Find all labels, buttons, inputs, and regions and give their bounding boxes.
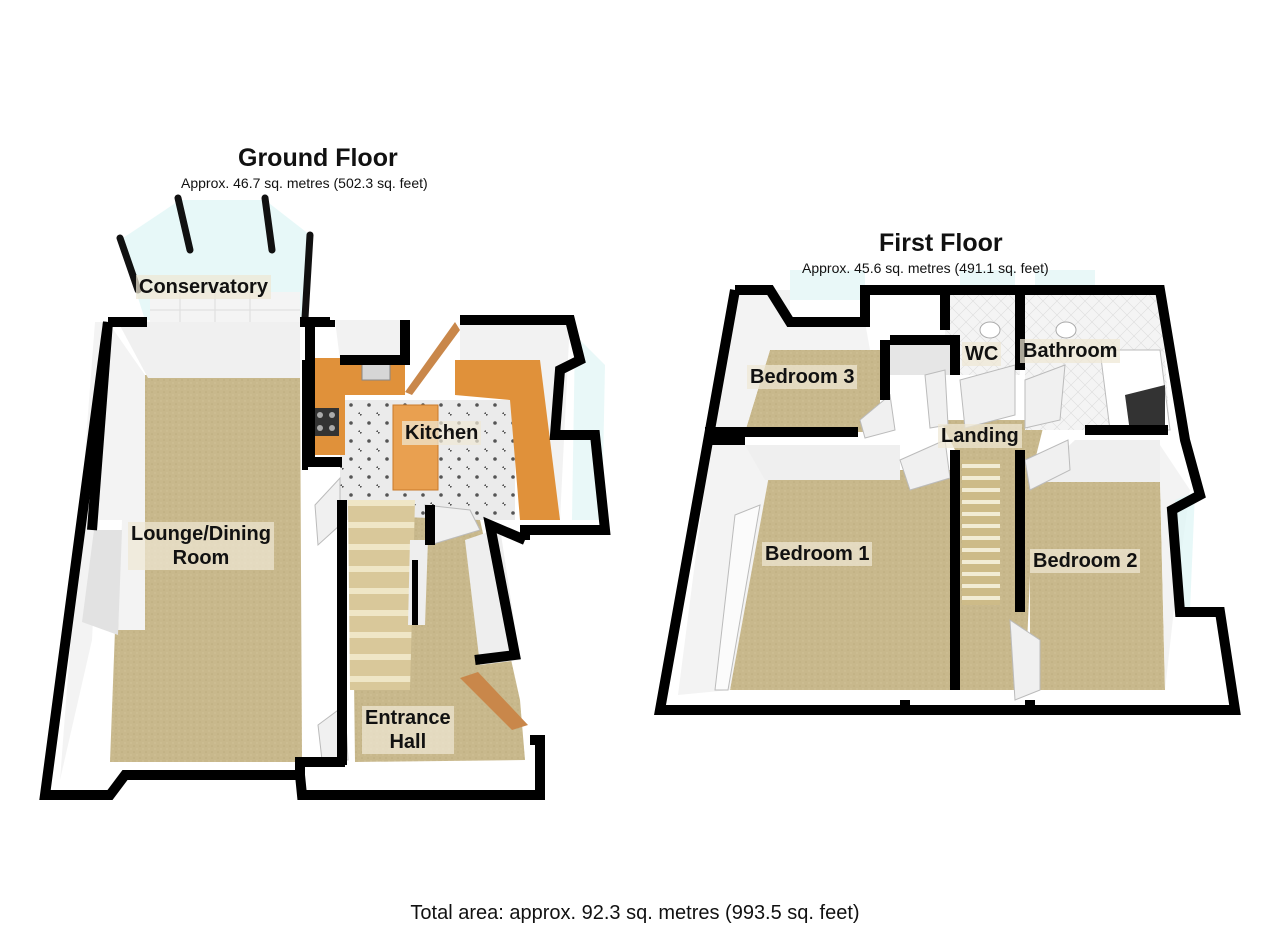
wc-toilet: [979, 321, 1001, 339]
bedroom-2-floor: [1030, 480, 1165, 690]
landing-door-right: [1009, 619, 1041, 701]
bedroom-1-wardrobe: [714, 504, 761, 691]
room-label-bedroom-2: Bedroom 2: [1030, 549, 1141, 573]
kitchen-hob: [313, 408, 339, 436]
total-area-caption: Total area: approx. 92.3 sq. metres (993…: [410, 902, 860, 924]
room-label-conservatory: Conservatory: [136, 275, 271, 299]
first-floor-title: First Floor: [879, 229, 1003, 257]
bathroom-door: [1024, 364, 1066, 429]
first-floor-plan: [654, 270, 1241, 715]
bedroom-1-floor: [730, 470, 950, 690]
kitchen-back-door: [405, 322, 460, 395]
room-label-bathroom: Bathroom: [1020, 339, 1121, 363]
lounge-chimney: [82, 530, 122, 635]
bedroom-1-wall-top: [745, 445, 900, 480]
wc-door: [959, 364, 1016, 429]
kitchen-island: [392, 404, 439, 491]
hall-front-door: [460, 672, 528, 730]
lounge-inner-wall-top: [118, 322, 300, 378]
ground-floor-area: Approx. 46.7 sq. metres (502.3 sq. feet): [181, 175, 428, 191]
room-label-wc: WC: [962, 342, 1002, 366]
room-label-bedroom-1: Bedroom 1: [762, 542, 873, 566]
room-label-bedroom-3: Bedroom 3: [747, 365, 858, 389]
lounge-inner-wall-left: [60, 322, 145, 780]
room-label-entrance-hall: Entrance Hall: [362, 706, 454, 754]
ground-floor-title: Ground Floor: [238, 144, 398, 172]
cupboard-door: [924, 369, 949, 429]
bedroom-2-door: [1024, 439, 1071, 491]
room-label-landing: Landing: [938, 424, 1022, 448]
kitchen-worktop-right: [455, 360, 560, 520]
first-floor-area: Approx. 45.6 sq. metres (491.1 sq. feet): [802, 260, 1049, 276]
ground-floor-plan: [39, 194, 611, 800]
room-label-kitchen: Kitchen: [402, 421, 482, 445]
room-label-lounge-dining: Lounge/Dining Room: [128, 522, 274, 570]
bedroom-1-wall-left: [678, 445, 770, 695]
bedroom-3-door: [859, 394, 896, 439]
lounge-door: [314, 476, 341, 547]
bathroom-shower: [1125, 385, 1165, 432]
first-floor-stairs: [962, 460, 1000, 605]
bathroom-basin: [1055, 321, 1077, 339]
ground-stairs: [348, 500, 415, 690]
airing-cupboard: [885, 340, 955, 375]
kitchen-worktop-left: [310, 358, 345, 455]
